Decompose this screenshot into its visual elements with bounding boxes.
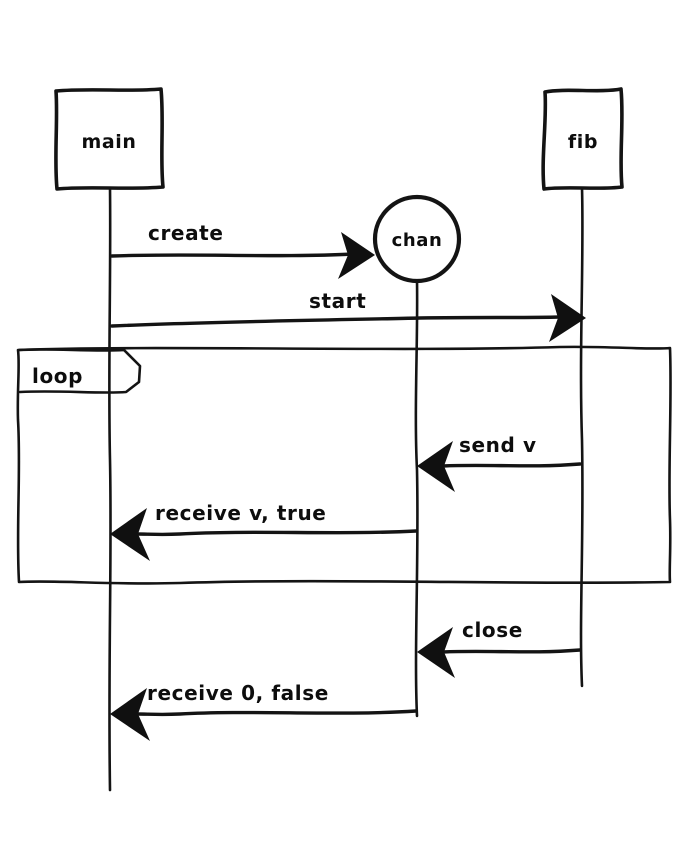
message-send-v[interactable]: send v xyxy=(417,433,582,492)
message-receive-v-true-label: receive v, true xyxy=(155,501,326,525)
message-send-v-arrowhead xyxy=(417,441,455,492)
fragment-loop-tab xyxy=(17,348,142,394)
message-close[interactable]: close xyxy=(417,618,582,678)
lifeline-fib xyxy=(579,186,584,688)
message-receive-0-false-line xyxy=(135,709,418,717)
fragment-loop-outline xyxy=(16,345,672,585)
message-receive-v-true-arrowhead xyxy=(110,508,150,561)
message-send-v-line xyxy=(441,462,582,468)
message-create-label: create xyxy=(148,221,224,245)
participant-fib-box xyxy=(541,87,624,191)
participant-chan-label: chan xyxy=(392,230,443,251)
message-receive-0-false[interactable]: receive 0, false xyxy=(110,681,418,741)
participant-fib-label: fib xyxy=(568,131,598,153)
participant-fib[interactable]: fib xyxy=(541,87,624,191)
participant-main-box xyxy=(54,87,165,191)
participant-chan[interactable]: chan xyxy=(372,194,462,284)
message-receive-v-true-line xyxy=(135,529,418,537)
message-receive-0-false-label: receive 0, false xyxy=(147,681,329,705)
message-close-line xyxy=(441,648,582,654)
fragment-loop[interactable]: loop xyxy=(16,345,672,585)
message-close-arrowhead xyxy=(417,627,455,678)
lifelines xyxy=(108,186,584,792)
lifeline-main xyxy=(108,186,112,792)
message-start-arrowhead xyxy=(549,294,586,342)
message-receive-0-false-arrowhead xyxy=(110,688,150,741)
message-start-label: start xyxy=(309,289,366,313)
participant-chan-circle xyxy=(372,194,462,284)
lifeline-chan xyxy=(414,279,419,718)
message-send-v-label: send v xyxy=(459,433,537,457)
message-receive-v-true[interactable]: receive v, true xyxy=(110,501,418,561)
message-start[interactable]: start xyxy=(110,289,586,342)
participant-main-label: main xyxy=(81,131,136,153)
fragment-loop-label: loop xyxy=(32,364,83,388)
message-create-line xyxy=(110,252,354,258)
message-create[interactable]: create xyxy=(110,221,375,279)
participant-main[interactable]: main xyxy=(54,87,165,191)
message-close-label: close xyxy=(462,618,523,642)
message-start-line xyxy=(110,315,562,328)
message-create-arrowhead xyxy=(338,232,375,279)
